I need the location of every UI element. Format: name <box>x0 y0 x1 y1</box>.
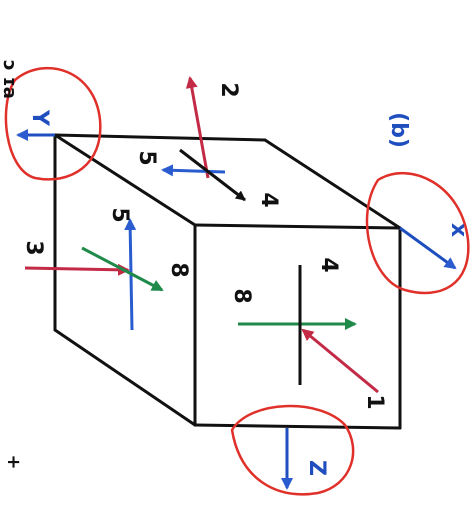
top-red-normal-arrow <box>185 76 210 179</box>
cube-edge-bottom-left <box>53 328 197 427</box>
top-label-2: 2 <box>216 82 241 97</box>
front-face-forces: 8 4 1 <box>229 257 387 409</box>
top-blue-shear-arrow <box>161 164 226 177</box>
part-label: (b) <box>386 112 411 148</box>
axis-y-label: Y <box>27 109 52 127</box>
circle-around-z-axis <box>230 404 355 496</box>
front-label-4: 4 <box>316 257 341 272</box>
cube-edge-top-front <box>193 223 402 230</box>
axis-y: Y <box>16 109 55 141</box>
left-green-shear-arrow <box>81 246 164 292</box>
cube-edge-top-back <box>53 133 267 142</box>
axis-x: x <box>399 223 471 270</box>
axis-highlight-circles <box>4 66 470 496</box>
axis-z-label: Z <box>304 460 329 476</box>
bottom-left-fragment: + <box>3 454 24 469</box>
front-label-8: 8 <box>229 288 254 303</box>
left-label-8: 8 <box>166 262 191 277</box>
top-label-5: 5 <box>134 150 159 165</box>
cube-edge-front-bottom <box>193 423 402 430</box>
front-label-1: 1 <box>362 394 387 409</box>
left-label-3: 3 <box>21 240 46 255</box>
cube-outline <box>53 133 402 430</box>
top-black-shear-arrow <box>179 148 246 202</box>
cube-edge-top-left <box>53 133 197 227</box>
top-label-4: 4 <box>256 192 281 207</box>
top-face-forces: 2 5 4 <box>134 76 281 208</box>
cube-edge-top-right <box>263 138 402 230</box>
circle-around-y-axis <box>4 66 102 181</box>
left-label-5: 5 <box>107 207 132 222</box>
axis-z: Z <box>281 428 329 490</box>
top-left-fragment: ɔ ɪa <box>0 60 20 99</box>
left-red-normal-arrow <box>24 263 130 276</box>
front-red-normal-arrow <box>301 328 379 394</box>
circle-around-x-axis <box>365 171 470 295</box>
left-face-forces: 3 5 8 <box>21 207 191 331</box>
